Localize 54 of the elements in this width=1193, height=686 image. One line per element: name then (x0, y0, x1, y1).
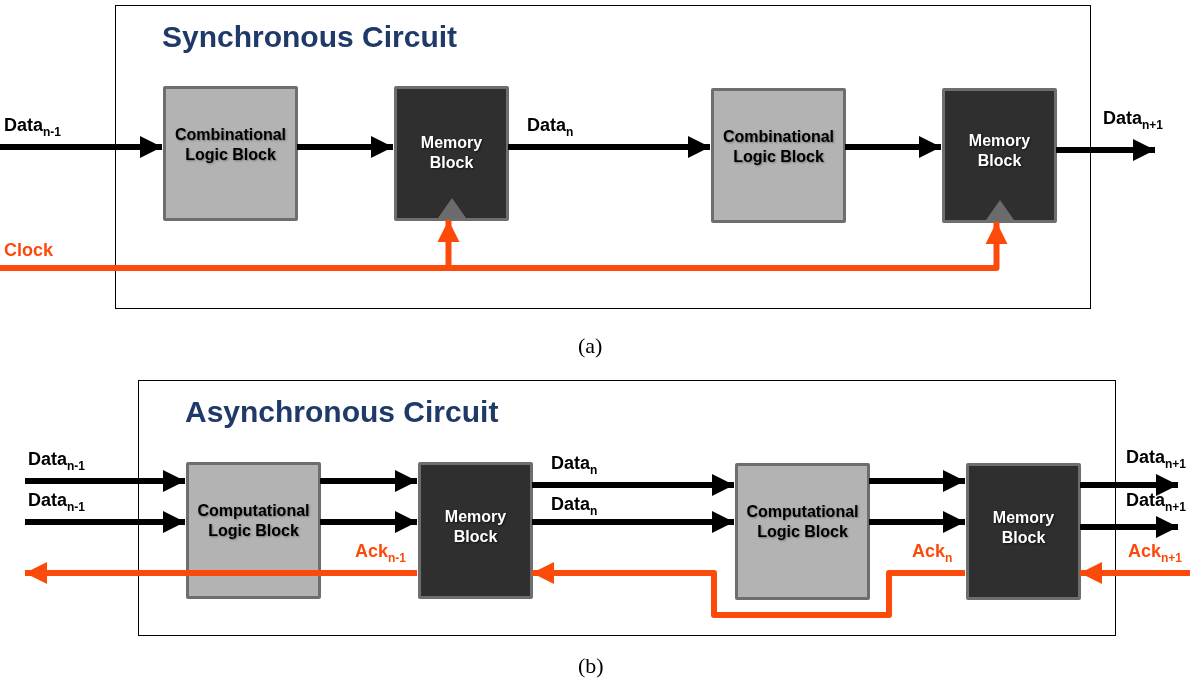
circuit-title: Synchronous Circuit (162, 20, 458, 54)
figure-caption: (b) (578, 653, 604, 679)
data-arrow (1080, 516, 1178, 538)
data-arrow (1056, 139, 1155, 161)
edge-label: Data$_{n}$ (551, 453, 598, 477)
edge-label: Ack$_{n-1}$ (355, 541, 407, 565)
edge-label: Data$_{n-1}$ (28, 490, 85, 514)
circuit-frame (115, 5, 1091, 309)
data-arrow (1080, 474, 1178, 496)
data-arrow (0, 136, 162, 158)
memory-block (966, 463, 1081, 600)
memory-block (418, 462, 533, 599)
data-arrow (508, 136, 710, 158)
signal-arrow (0, 222, 1008, 271)
edge-label: Data$_{n}$ (527, 115, 574, 139)
data-arrow (25, 511, 185, 533)
data-arrow (297, 136, 393, 158)
data-arrow (25, 470, 185, 492)
block-label: Computational Logic Block (745, 502, 860, 542)
circuit-frame (138, 380, 1116, 636)
block-label: Memory Block (967, 131, 1032, 171)
logic-block (711, 88, 846, 223)
block-label: Combinational Logic Block (173, 125, 288, 165)
block-label: Memory Block (991, 508, 1056, 548)
logic-block (163, 86, 298, 221)
edge-label: Data$_{n-1}$ (4, 115, 61, 139)
logic-block (735, 463, 870, 600)
data-arrow (532, 511, 734, 533)
edge-label: Data$_{n+1}$ (1126, 490, 1187, 514)
edge-label: Ack$_{n}$ (912, 541, 953, 565)
circuit-title: Asynchronous Circuit (185, 395, 499, 429)
data-arrow (869, 511, 965, 533)
block-label: Memory Block (443, 507, 508, 547)
data-arrow (320, 511, 417, 533)
block-label: Memory Block (419, 133, 484, 173)
memory-block (394, 86, 509, 221)
signal-arrow (1080, 562, 1190, 584)
figure-caption: (a) (578, 333, 603, 359)
signal-arrow (532, 562, 965, 618)
edge-label: Clock (4, 240, 54, 261)
block-label: Combinational Logic Block (721, 127, 836, 167)
edge-label: Data$_{n+1}$ (1103, 108, 1164, 132)
logic-block (186, 462, 321, 599)
edge-label: Ack$_{n+1}$ (1128, 541, 1183, 565)
memory-block (942, 88, 1057, 223)
data-arrow (869, 470, 965, 492)
data-arrow (320, 470, 417, 492)
signal-arrow (25, 562, 417, 584)
block-label: Computational Logic Block (196, 501, 311, 541)
edge-label: Data$_{n+1}$ (1126, 447, 1187, 471)
edge-label: Data$_{n}$ (551, 494, 598, 518)
data-arrow (845, 136, 941, 158)
edge-label: Data$_{n-1}$ (28, 449, 85, 473)
data-arrow (532, 474, 734, 496)
